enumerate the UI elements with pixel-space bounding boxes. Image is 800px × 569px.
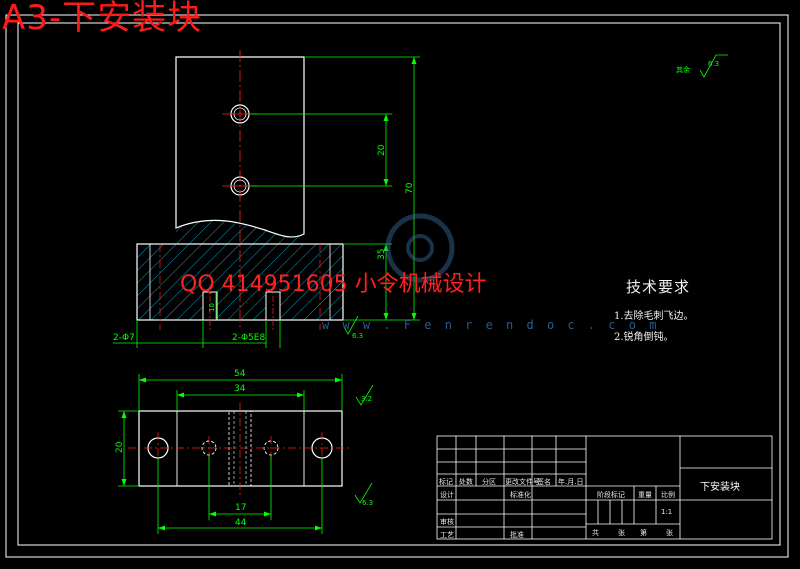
dim-slot-depth: 10: [208, 303, 216, 312]
front-dim-arrows: [383, 57, 417, 320]
tb-scale-label: 比例: [661, 491, 675, 499]
outer-frame: [5, 14, 789, 558]
dim-slot: 17: [235, 503, 246, 513]
tb-process: 工艺: [440, 531, 454, 539]
tb-checker: 审核: [440, 518, 454, 526]
watermark-url: w w w . F e n r e n d o c . c o m: [322, 318, 660, 332]
dim-hole-spacing: 20: [377, 144, 387, 156]
tb-stage-mark: 阶段标记: [597, 491, 625, 499]
dim-base-height: 35: [377, 249, 387, 260]
roughness-other-label: 其余: [676, 65, 690, 74]
tb-standardization: 标准化: [510, 491, 531, 499]
roughness-top-value: 3.2: [361, 395, 372, 403]
watermark-banner: QQ 414951605 小令机械设计: [180, 272, 487, 297]
sheet-title: A3-下安装块: [2, 0, 203, 38]
top-dimensions: [118, 374, 343, 534]
dim-depth: 20: [115, 441, 125, 453]
tb-sheet-unit: 张: [618, 529, 625, 537]
tb-col-signature: 签名: [537, 478, 551, 486]
dim-total-width: 54: [234, 369, 246, 379]
watermark-logo: [385, 213, 455, 283]
dim-pin-fit: 2-Φ5E8: [232, 333, 265, 343]
tb-total: 共: [592, 529, 599, 537]
top-view: 54 34 20 17 44: [115, 369, 352, 534]
roughness-symbols: [343, 54, 728, 504]
part-name: 下安装块: [700, 482, 740, 493]
tb-page: 第: [640, 529, 647, 537]
tech-requirement-1: 1.去除毛刺飞边。: [614, 311, 694, 322]
dim-hole-span: 44: [235, 518, 247, 528]
tb-col-zone: 分区: [482, 478, 496, 486]
tb-scale-value: 1:1: [661, 508, 673, 516]
tb-col-date: 年.月.日: [558, 478, 584, 486]
tb-weight: 重量: [638, 491, 652, 499]
tb-col-mark: 标记: [439, 478, 453, 486]
tb-designer: 设计: [440, 491, 454, 499]
tb-approve: 批准: [510, 531, 524, 539]
roughness-bottom-value: 6.3: [362, 499, 373, 507]
title-block-grid: [436, 435, 773, 540]
tech-requirement-2: 2.锐角倒钝。: [614, 332, 674, 343]
tb-col-count: 处数: [459, 478, 473, 486]
tb-col-change-doc: 更改文件号: [505, 478, 540, 486]
dim-total-height: 70: [405, 182, 415, 194]
inner-frame: [17, 22, 781, 546]
tb-page-unit: 张: [666, 529, 673, 537]
dim-inner-width: 34: [234, 384, 246, 394]
dim-slot-width: 2-Φ7: [113, 333, 135, 343]
roughness-other-value: 6.3: [708, 60, 719, 68]
front-view: 20 70 35 10 2-Φ7 2-Φ5E8: [113, 50, 420, 348]
tech-requirements-title: 技术要求: [626, 278, 691, 296]
roughness-front-value: 6.3: [352, 332, 363, 340]
front-dimensions: [113, 56, 420, 348]
